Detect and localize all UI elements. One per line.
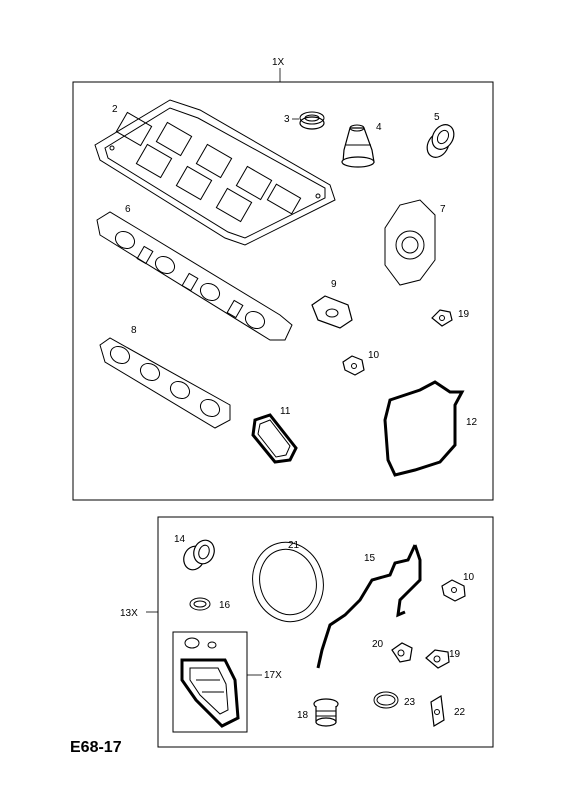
part-14-oil-seal xyxy=(183,539,215,571)
callout-21: 21 xyxy=(288,540,300,551)
callout-4: 4 xyxy=(376,122,382,133)
part-23-ring xyxy=(373,691,399,709)
callout-10: 10 xyxy=(368,350,380,361)
callout-10-lower: 10 xyxy=(463,572,475,583)
part-10-small-gasket xyxy=(342,355,365,376)
part-19-lower-small-gasket xyxy=(425,649,450,669)
callout-2: 2 xyxy=(112,104,118,115)
part-16-small-ring xyxy=(189,597,211,611)
part-8-exhaust-manifold-gasket xyxy=(99,337,231,429)
callout-15: 15 xyxy=(364,553,376,564)
part-2-cover-gasket xyxy=(94,99,336,246)
part-22-block xyxy=(430,695,445,727)
callout-19: 19 xyxy=(458,309,470,320)
main-kit-box xyxy=(72,81,494,501)
part-15-long-gasket xyxy=(316,544,422,669)
part-5-oil-seal xyxy=(426,124,455,158)
callout-18: 18 xyxy=(297,710,309,721)
callout-19-lower: 19 xyxy=(449,649,461,660)
part-10-lower-small-gasket xyxy=(441,579,466,602)
part-11-square-gasket xyxy=(251,413,298,464)
part-19-small-gasket xyxy=(431,309,453,327)
lower-kit-box xyxy=(157,516,494,748)
part-4-boot xyxy=(341,124,375,168)
callout-14: 14 xyxy=(174,534,186,545)
callout-12: 12 xyxy=(466,417,478,428)
part-6-intake-manifold-gasket xyxy=(96,211,293,341)
callout-8: 8 xyxy=(131,325,137,336)
callout-16: 16 xyxy=(219,600,231,611)
sub-kit-label: 17X xyxy=(264,670,282,681)
part-21-large-ring xyxy=(252,541,324,623)
callout-11: 11 xyxy=(280,406,291,417)
part-18-threaded-plug xyxy=(313,698,339,727)
part-3-seal-ring xyxy=(299,111,325,130)
part-7-cover-gasket xyxy=(384,199,436,286)
callout-20: 20 xyxy=(372,639,384,650)
part-12-timing-cover-gasket xyxy=(383,380,465,477)
callout-6: 6 xyxy=(125,204,131,215)
callout-23: 23 xyxy=(404,697,416,708)
callout-5: 5 xyxy=(434,112,440,123)
diagram-code: E68-17 xyxy=(70,739,122,756)
sub-kit-box xyxy=(172,631,248,733)
callout-7: 7 xyxy=(440,204,446,215)
main-kit-label: 1X xyxy=(272,57,285,68)
part-17-oil-cooler-gasket xyxy=(180,637,240,728)
part-20-small-gasket xyxy=(391,642,413,663)
part-9-flange-gasket xyxy=(311,295,353,329)
callout-9: 9 xyxy=(331,279,337,290)
callout-3: 3 xyxy=(284,114,290,125)
callout-22: 22 xyxy=(454,707,466,718)
lower-kit-label: 13X xyxy=(120,608,138,619)
